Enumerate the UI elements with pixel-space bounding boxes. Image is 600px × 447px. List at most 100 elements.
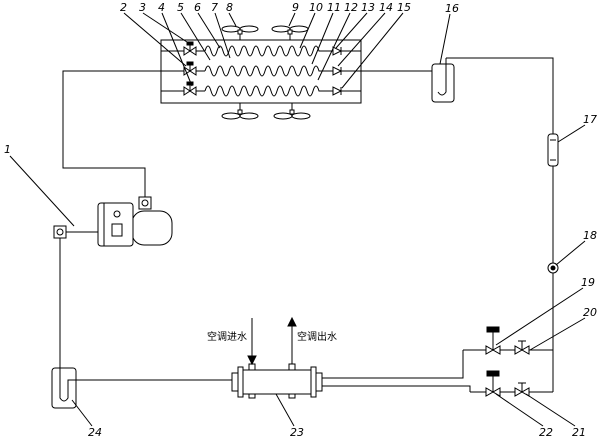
lower-branch-return-pipe [322, 385, 471, 392]
callout-18: 18 [583, 229, 597, 242]
fan-icon [221, 103, 259, 120]
callout-3: 3 [139, 1, 146, 14]
valve-body-left [514, 345, 524, 355]
fan-icon [273, 103, 311, 120]
leader-line-21 [525, 393, 576, 427]
receiver-shell [431, 63, 455, 103]
callouts: 1 2 3 4 5 6 7 8 9 10 11 12 13 14 15 16 1… [4, 1, 597, 439]
valve-body-right [189, 66, 197, 76]
leader-line-23 [275, 393, 295, 427]
valve-body-left [485, 387, 495, 397]
leader-line-6 [197, 12, 221, 49]
leader-line-24 [71, 399, 93, 427]
callout-7: 7 [211, 1, 218, 14]
valve-body-left [514, 387, 524, 397]
callout-2: 2 [120, 1, 127, 14]
fan-blade [221, 112, 241, 120]
exchanger-left-head [231, 372, 239, 392]
valve-body-left [183, 46, 191, 56]
condenser-coil [204, 85, 322, 97]
condenser-inlet-valve [183, 61, 197, 76]
fan-icon [271, 25, 309, 40]
leader-line-11 [311, 12, 334, 65]
exchanger-right-tube-sheet [310, 366, 317, 398]
water-outlet-nozzle [288, 363, 296, 371]
condenser-assembly [160, 25, 362, 120]
callout-24: 24 [88, 426, 102, 439]
leader-line-12 [317, 12, 351, 81]
fan-blade [221, 25, 241, 33]
fan-hub [287, 29, 293, 35]
exchanger-left-tube-sheet [237, 366, 244, 398]
check-valve-triangle [332, 66, 343, 76]
valve-body-left [183, 86, 191, 96]
leader-line-9 [288, 12, 296, 27]
accumulator-tank [51, 367, 77, 409]
water-inlet-arrow [247, 318, 257, 366]
exchanger-right-head [315, 372, 323, 392]
leader-line-4 [161, 12, 193, 87]
callout-15: 15 [397, 1, 411, 14]
callout-20: 20 [583, 306, 597, 319]
shutoff-valve-upper [514, 340, 530, 355]
callout-9: 9 [292, 1, 299, 14]
valve-body-right [520, 387, 530, 397]
fan-blade [273, 112, 293, 120]
leader-line-10 [299, 12, 316, 49]
leader-line-15 [341, 12, 404, 89]
callout-5: 5 [177, 1, 184, 14]
leader-line-17 [557, 124, 586, 143]
valve-actuator [486, 370, 500, 377]
callout-19: 19 [581, 276, 595, 289]
accumulator-u-tube [59, 372, 76, 402]
callout-10: 10 [309, 1, 323, 14]
valve-handle [186, 81, 194, 86]
shutoff-valve-lower [514, 382, 530, 397]
fan-blade [289, 25, 309, 33]
upper-branch-return-pipe [322, 350, 464, 379]
accumulator-shell [51, 367, 77, 409]
arrow-down-icon [247, 355, 257, 366]
condenser-coil [204, 45, 322, 57]
leader-line-14 [337, 12, 386, 67]
callout-13: 13 [361, 1, 375, 14]
leader-line-22 [495, 393, 544, 427]
check-valve-triangle [332, 46, 343, 56]
discharge-pipe [62, 70, 161, 197]
callout-4: 4 [158, 1, 165, 14]
compressor [53, 202, 173, 247]
exchanger-drain-nozzle [288, 393, 296, 399]
water-outlet-label: 空调出水 [297, 330, 337, 343]
fan-icon [221, 25, 259, 40]
fan-blade [239, 25, 259, 33]
valve-body-right [520, 345, 530, 355]
callout-22: 22 [539, 426, 553, 439]
fan-blade [291, 112, 311, 120]
callout-6: 6 [194, 1, 201, 14]
condenser-check-valve [332, 66, 343, 76]
filter-body [547, 133, 559, 167]
sight-glass [547, 262, 559, 274]
fan-hub [289, 109, 295, 115]
leader-line-13 [335, 12, 368, 49]
motor-terminal-box [111, 223, 123, 237]
condenser-check-valve [332, 86, 343, 96]
fan-blade [271, 25, 291, 33]
callout-17: 17 [583, 113, 597, 126]
liquid-line-pipe [446, 57, 554, 134]
liquid-receiver [431, 58, 455, 103]
leader-line-3 [142, 12, 191, 45]
fitting-port [141, 199, 149, 207]
valve-handle [186, 61, 194, 66]
heat-exchanger [231, 363, 323, 399]
filter-drier [547, 133, 559, 167]
water-inlet-label: 空调进水 [207, 330, 247, 343]
leader-line-18 [555, 240, 586, 266]
callout-23: 23 [290, 426, 304, 439]
compressor-shell [131, 210, 173, 246]
condenser-check-valve [332, 46, 343, 56]
condenser-coil [204, 65, 322, 77]
callout-12: 12 [344, 1, 358, 14]
receiver-dip-tube [437, 58, 447, 96]
